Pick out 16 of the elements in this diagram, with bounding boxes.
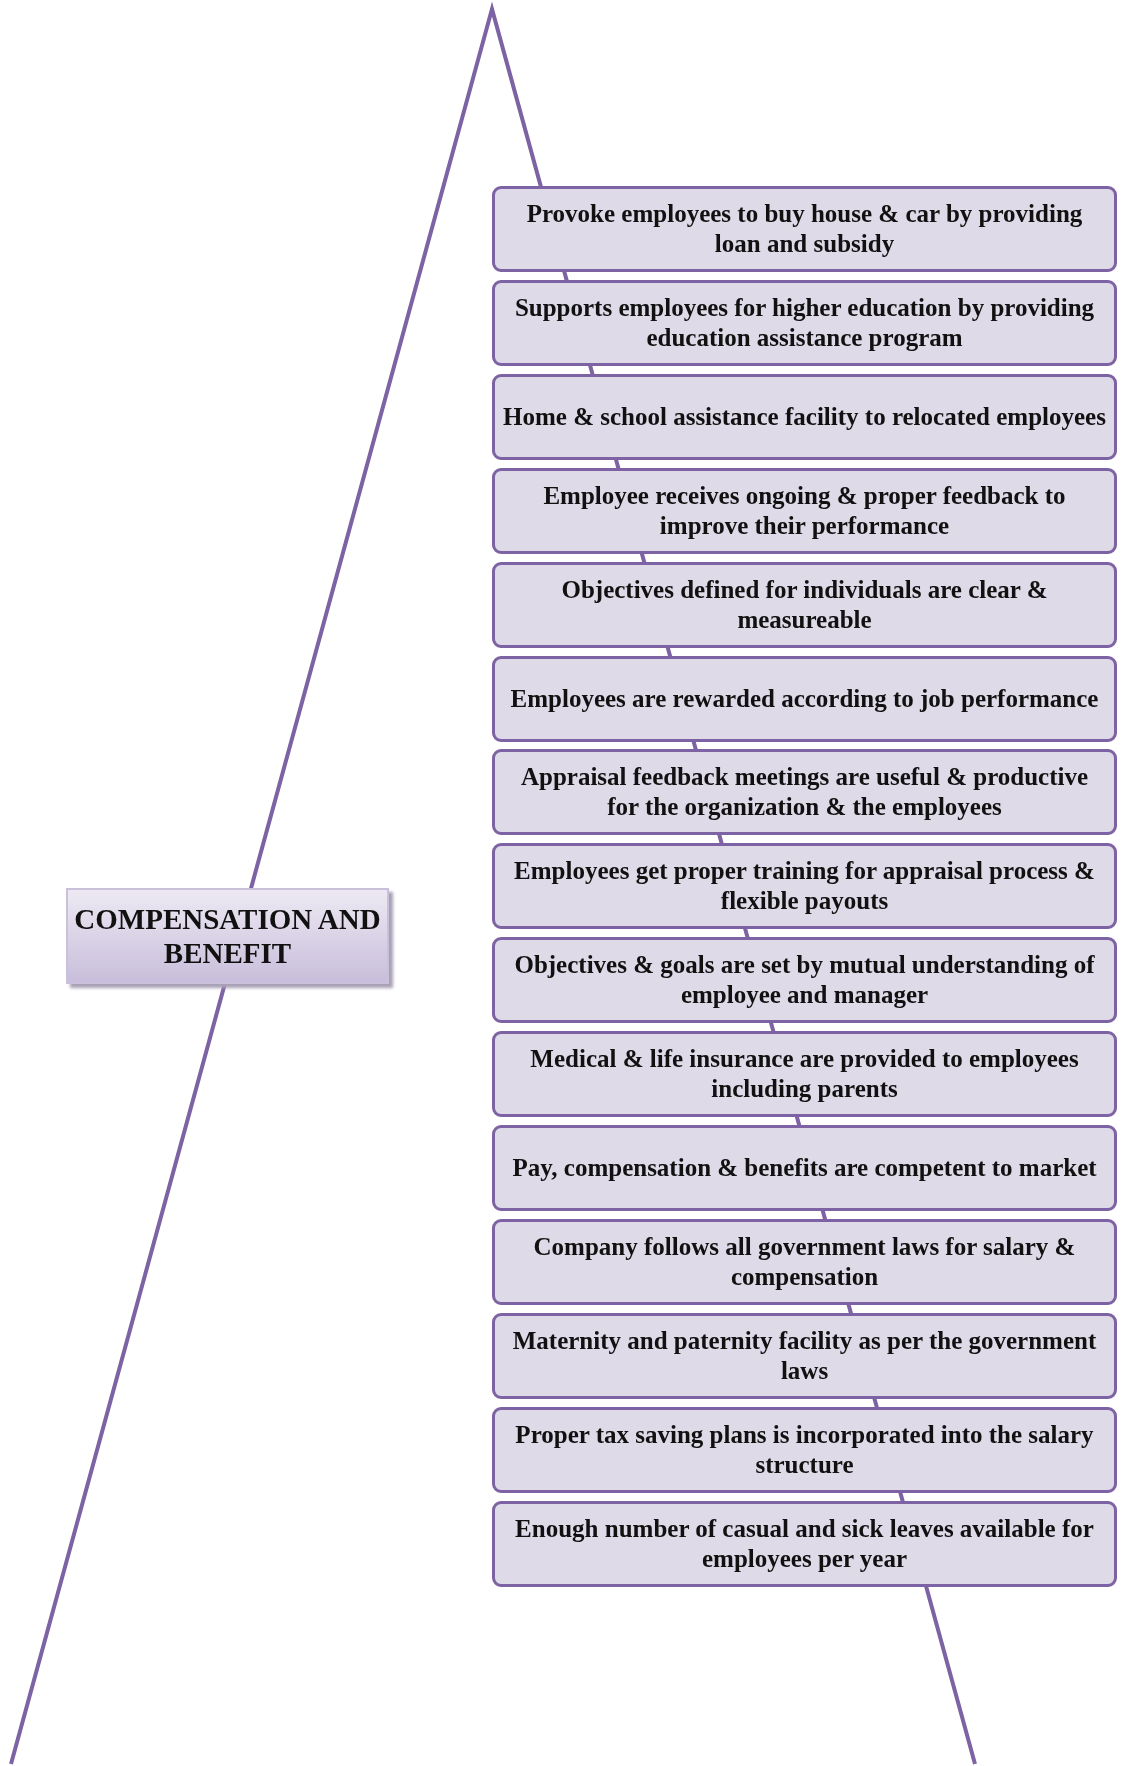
title-box: COMPENSATION AND BENEFIT (66, 888, 389, 984)
benefit-box: Employees are rewarded according to job performance (492, 655, 1117, 742)
benefit-box: Appraisal feedback meetings are useful & productive for the organization & the employees (492, 749, 1117, 836)
benefit-box: Objectives & goals are set by mutual understanding of employee and manager (492, 937, 1117, 1024)
benefit-box: Provoke employees to buy house & car by providing loan and subsidy (492, 186, 1117, 272)
benefit-box: Company follows all government laws for salary & compensation (492, 1218, 1117, 1305)
benefit-box: Medical & life insurance are provided to employees including parents (492, 1031, 1117, 1118)
benefit-box: Employee receives ongoing & proper feedback to improve their performance (492, 467, 1117, 554)
benefit-box: Pay, compensation & benefits are competent to market (492, 1125, 1117, 1211)
benefit-box: Proper tax saving plans is incorporated into the salary structure (492, 1406, 1117, 1493)
benefit-box: Employees get proper training for appraisal process & flexible payouts (492, 843, 1117, 930)
benefit-box: Home & school assistance facility to relocated employees (492, 373, 1117, 460)
benefit-box: Objectives defined for individuals are clear & measureable (492, 561, 1117, 648)
benefit-box: Supports employees for higher education by providing education assistance program (492, 279, 1117, 366)
benefit-box: Enough number of casual and sick leaves available for employees per year (492, 1500, 1117, 1587)
benefit-box: Maternity and paternity facility as per the government laws (492, 1312, 1117, 1399)
